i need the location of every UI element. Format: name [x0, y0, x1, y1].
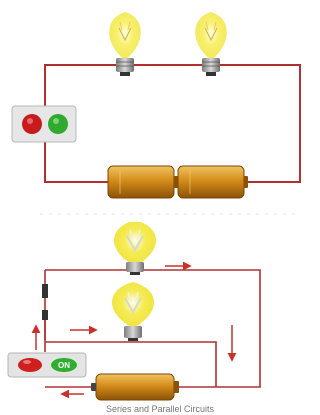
- bulb-middle: [111, 282, 155, 341]
- current-arrows: [31, 261, 237, 399]
- switch-bottom[interactable]: ON: [7, 352, 87, 378]
- parallel-circuit-diagram: ON: [7, 222, 261, 401]
- wire-network: [44, 269, 261, 388]
- switch[interactable]: [11, 105, 77, 143]
- parallel-circuit-panel: ON: [0, 222, 320, 415]
- bulb-top: [114, 222, 156, 275]
- on-label: ON: [58, 361, 70, 370]
- series-circuit-panel: [11, 12, 301, 215]
- bulb-2: [195, 12, 227, 76]
- on-button[interactable]: [48, 114, 68, 134]
- off-button[interactable]: [18, 358, 42, 372]
- bulb-1: [109, 12, 141, 76]
- series-circuit-diagram: [11, 12, 301, 215]
- battery-2: [177, 165, 248, 199]
- battery-1: [107, 165, 178, 199]
- wire-loop: [44, 64, 301, 183]
- junction-left: [42, 284, 48, 320]
- battery: [91, 373, 179, 401]
- caption: Series and Parallel Circuits: [105, 404, 215, 414]
- on-button[interactable]: ON: [51, 358, 77, 372]
- off-button[interactable]: [22, 114, 42, 134]
